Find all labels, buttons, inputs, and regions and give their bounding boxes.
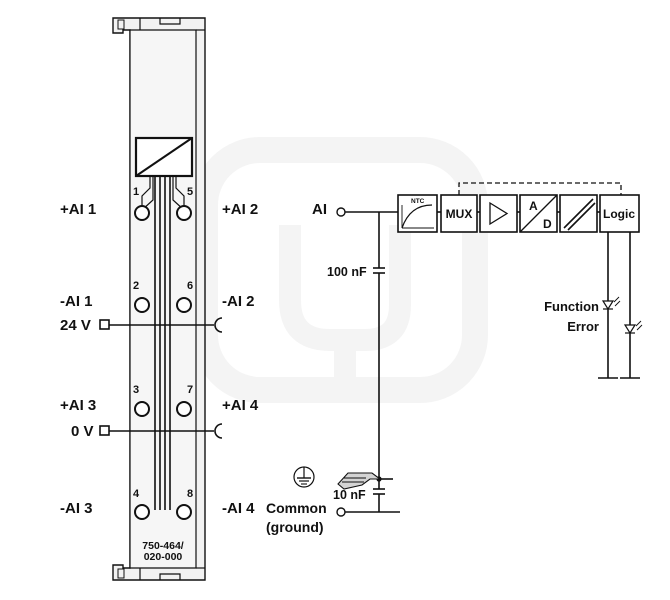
label-logic: Logic xyxy=(603,207,635,221)
terminal-number-4: 4 xyxy=(133,488,140,500)
label-0v: 0 V xyxy=(71,423,94,440)
label-ground: (ground) xyxy=(266,519,324,535)
ad-converter-block: A D xyxy=(519,194,558,233)
terminal-3[interactable] xyxy=(134,401,150,417)
label-24v: 24 V xyxy=(60,317,91,334)
label-capacitor-10nf: 10 nF xyxy=(333,488,366,502)
label-ai4-plus: +AI 4 xyxy=(222,397,259,414)
label-ad-d: D xyxy=(543,217,552,231)
earth-ground-icon xyxy=(293,466,315,488)
terminal-2[interactable] xyxy=(134,297,150,313)
label-common: Common xyxy=(266,500,327,516)
din-rail-clip-icon xyxy=(337,472,382,490)
error-led-icon xyxy=(623,320,643,335)
label-ai3-plus: +AI 3 xyxy=(60,397,96,414)
terminal-number-1: 1 xyxy=(133,186,139,198)
label-mux: MUX xyxy=(446,207,473,221)
terminals xyxy=(134,205,192,520)
mux-block: MUX xyxy=(440,194,478,233)
ntc-block: NTC xyxy=(397,194,438,233)
label-ntc: NTC xyxy=(411,198,425,205)
terminal-number-5: 5 xyxy=(187,186,193,198)
terminal-number-6: 6 xyxy=(187,280,193,292)
terminal-7[interactable] xyxy=(176,401,192,417)
label-ai4-minus: -AI 4 xyxy=(222,500,255,517)
label-function: Function xyxy=(544,299,599,314)
logic-block: Logic xyxy=(599,194,640,233)
power-rail-0v xyxy=(99,423,223,439)
input-schematic: AI 100 nF 10 nF Common (ground) xyxy=(266,182,643,535)
label-error: Error xyxy=(567,319,599,334)
control-line xyxy=(458,182,622,195)
terminal-6[interactable] xyxy=(176,297,192,313)
label-ai3-minus: -AI 3 xyxy=(60,500,93,517)
label-ai1-minus: -AI 1 xyxy=(60,293,93,310)
terminal-numbers: 1 5 2 6 3 7 4 8 xyxy=(133,186,193,500)
function-led-icon xyxy=(601,296,621,311)
power-rail-24v xyxy=(99,317,223,333)
label-ai2-minus: -AI 2 xyxy=(222,293,255,310)
label-ad-a: A xyxy=(529,199,538,213)
label-capacitor-100nf: 100 nF xyxy=(327,265,367,279)
isolator-block xyxy=(559,194,598,233)
terminal-5[interactable] xyxy=(176,205,192,221)
terminal-8[interactable] xyxy=(176,504,192,520)
converter-block xyxy=(134,136,194,178)
left-labels: +AI 1 -AI 1 24 V +AI 3 0 V -AI 3 xyxy=(60,201,96,517)
part-number-line1: 750-464/ xyxy=(142,540,184,552)
right-labels: +AI 2 -AI 2 +AI 4 -AI 4 xyxy=(222,201,259,517)
label-ai-input: AI xyxy=(312,201,327,218)
terminal-4[interactable] xyxy=(134,504,150,520)
terminal-1[interactable] xyxy=(134,205,150,221)
label-ai1-plus: +AI 1 xyxy=(60,201,96,218)
terminal-number-8: 8 xyxy=(187,488,193,500)
terminal-number-3: 3 xyxy=(133,384,139,396)
part-number-line2: 020-000 xyxy=(144,551,183,563)
label-ai2-plus: +AI 2 xyxy=(222,201,258,218)
amplifier-block xyxy=(479,194,518,233)
terminal-number-2: 2 xyxy=(133,280,139,292)
terminal-number-7: 7 xyxy=(187,384,193,396)
module-bus-lines xyxy=(154,176,171,510)
